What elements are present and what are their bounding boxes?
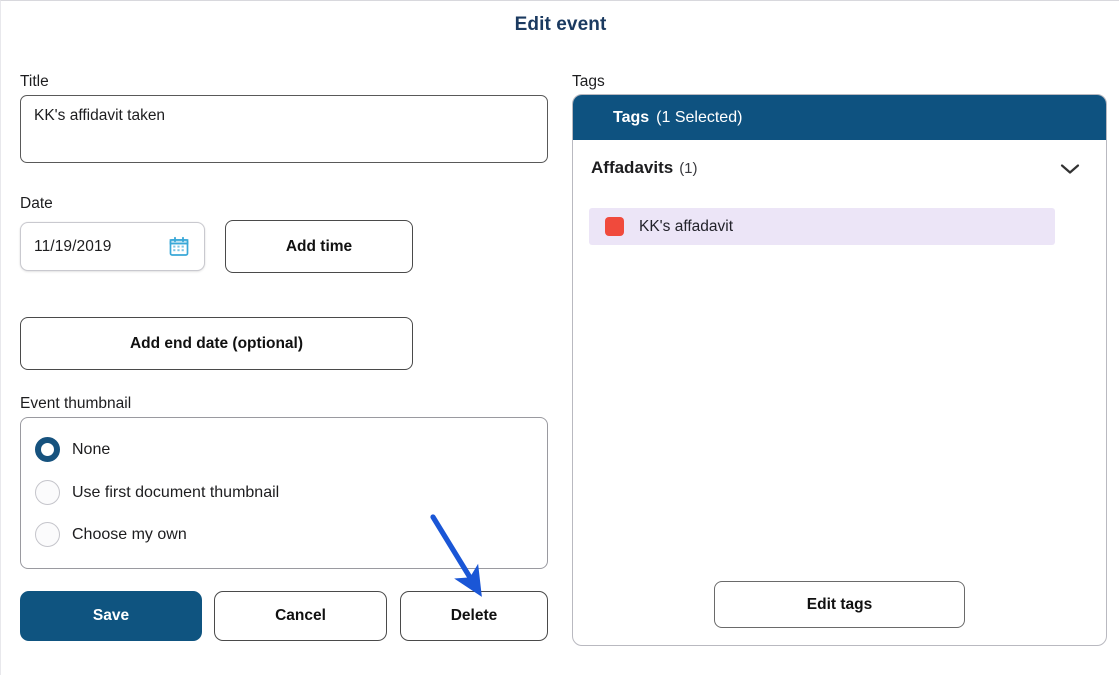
title-label: Title — [20, 73, 49, 90]
edit-tags-button[interactable]: Edit tags — [714, 581, 965, 628]
date-value: 11/19/2019 — [34, 237, 112, 255]
save-button[interactable]: Save — [20, 591, 202, 641]
radio-indicator[interactable] — [35, 522, 60, 547]
title-input[interactable] — [20, 95, 548, 163]
radio-indicator[interactable] — [35, 480, 60, 505]
date-input[interactable]: 11/19/2019 — [20, 222, 205, 271]
event-thumbnail-options: None Use first document thumbnail Choose… — [20, 417, 548, 569]
add-end-date-button[interactable]: Add end date (optional) — [20, 317, 413, 370]
tags-panel-header: Tags (1 Selected) — [573, 95, 1106, 140]
tag-group-count: (1) — [679, 159, 698, 177]
delete-button[interactable]: Delete — [400, 591, 548, 641]
tag-name: KK's affadavit — [639, 217, 734, 235]
radio-option-first-document[interactable]: Use first document thumbnail — [35, 480, 279, 505]
tags-header-title: Tags — [613, 108, 650, 126]
radio-label: Use first document thumbnail — [72, 483, 280, 501]
radio-option-choose-my-own[interactable]: Choose my own — [35, 522, 187, 547]
radio-indicator-selected[interactable] — [35, 437, 60, 462]
radio-label: None — [72, 440, 111, 458]
event-thumbnail-label: Event thumbnail — [20, 395, 132, 412]
cancel-button[interactable]: Cancel — [214, 591, 387, 641]
radio-label: Choose my own — [72, 525, 187, 543]
tags-panel: Tags (1 Selected) Affadavits (1) KK's af… — [572, 94, 1107, 646]
tag-group-affadavits[interactable]: Affadavits (1) — [573, 140, 1106, 196]
tag-group-name: Affadavits — [591, 158, 674, 177]
calendar-icon[interactable] — [168, 236, 190, 258]
tag-color-swatch — [605, 217, 624, 236]
list-item[interactable]: KK's affadavit — [589, 208, 1055, 245]
radio-option-none[interactable]: None — [35, 437, 110, 462]
date-label: Date — [20, 195, 53, 212]
chevron-down-icon[interactable] — [1060, 162, 1080, 174]
tags-selected-count: (1 Selected) — [656, 108, 743, 126]
page-title: Edit event — [514, 14, 607, 35]
tags-section-label: Tags — [572, 73, 605, 90]
add-time-button[interactable]: Add time — [225, 220, 413, 273]
